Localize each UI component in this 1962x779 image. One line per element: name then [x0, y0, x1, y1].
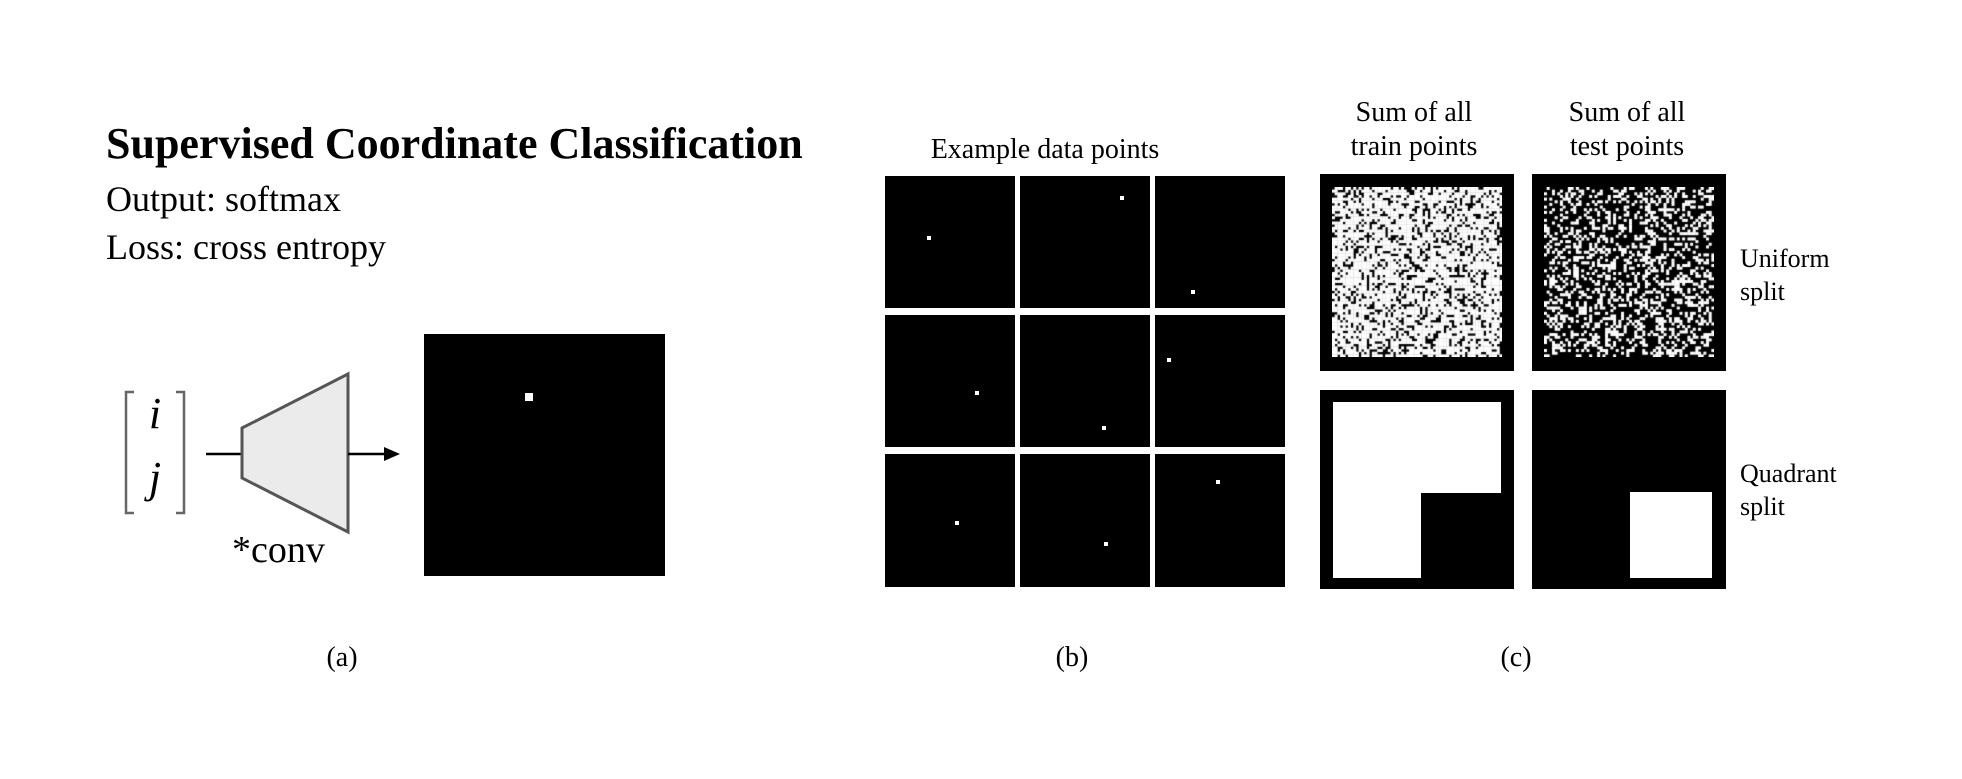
heading-test-line2: test points: [1569, 131, 1685, 162]
row-label-quadrant: Quadrant split: [1740, 457, 1860, 523]
example-pixel: [927, 236, 931, 240]
quadrant-test-image: [1532, 390, 1726, 589]
output-image: [424, 334, 665, 576]
example-pixel: [1216, 480, 1220, 484]
input-coord-j: j: [148, 453, 162, 502]
caption-a: (a): [326, 642, 358, 673]
heading-test-line1: Sum of all: [1568, 97, 1686, 128]
heading-test: Sum of all test points: [1527, 96, 1727, 164]
panel-b-heading: Example data points: [930, 134, 1160, 165]
example-cell: [1155, 176, 1285, 308]
example-pixel: [1102, 426, 1106, 430]
uniform-test-noise: [1544, 187, 1714, 357]
row-label-uniform-line1: Uniform: [1740, 244, 1830, 273]
output-arrowhead: [384, 447, 400, 461]
example-cell: [1020, 176, 1150, 308]
example-pixel: [1191, 290, 1195, 294]
example-cell: [885, 176, 1015, 308]
example-pixel: [975, 391, 979, 395]
heading-train-line1: Sum of all: [1355, 97, 1473, 128]
example-cell: [1155, 454, 1285, 587]
example-grid: [885, 176, 1285, 587]
output-line: Output: softmax: [106, 179, 341, 219]
heading-train-line2: train points: [1350, 131, 1478, 162]
example-pixel: [1120, 196, 1124, 200]
row-label-uniform: Uniform split: [1740, 242, 1860, 308]
panel-a-title: Supervised Coordinate Classification: [106, 119, 803, 168]
row-label-quadrant-line1: Quadrant: [1740, 459, 1837, 488]
heading-train: Sum of all train points: [1314, 96, 1514, 164]
uniform-train-noise: [1332, 187, 1502, 357]
quadrant-train-image: [1320, 390, 1514, 589]
caption-c: (c): [1500, 642, 1532, 673]
example-pixel: [1167, 358, 1171, 362]
example-pixel: [1104, 542, 1108, 546]
example-cell: [1020, 454, 1150, 587]
example-cell: [885, 315, 1015, 447]
input-coord-i: i: [148, 389, 162, 438]
loss-line: Loss: cross entropy: [106, 227, 386, 267]
example-pixel: [955, 521, 959, 525]
conv-label: *conv: [232, 529, 325, 571]
example-cell: [885, 454, 1015, 587]
quadrant-train-hole: [1421, 493, 1501, 578]
output-pixel: [525, 393, 533, 401]
example-cell: [1155, 315, 1285, 447]
quadrant-test-white: [1630, 492, 1712, 578]
uniform-train-image: [1320, 174, 1514, 371]
row-label-quadrant-line2: split: [1740, 492, 1785, 521]
row-label-uniform-line2: split: [1740, 277, 1785, 306]
example-cell: [1020, 315, 1150, 447]
conv-network-trapezoid: [240, 371, 350, 535]
uniform-test-image: [1532, 174, 1726, 371]
caption-b: (b): [1055, 642, 1089, 673]
